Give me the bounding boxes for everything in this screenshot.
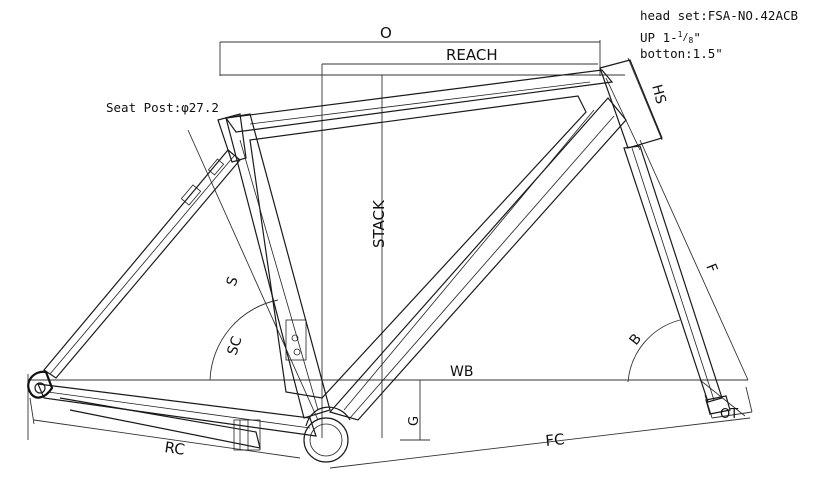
spec-annotations: head set:FSA-NO.42ACB UP 1-1/8" botton:1…: [106, 8, 798, 115]
label-b: B: [627, 331, 646, 348]
headset-up-denominator: 8: [689, 36, 694, 45]
headset-up-label: UP 1-: [640, 30, 678, 45]
frame-outline: [27, 59, 731, 463]
label-rc: RC: [163, 438, 185, 459]
headset-bottom-spec: botton:1.5": [640, 46, 723, 61]
headset-up-slash: /: [682, 32, 688, 43]
label-stack: STACK: [370, 199, 388, 248]
head-set-spec: head set:FSA-NO.42ACB: [640, 8, 798, 23]
label-ot: OT: [720, 407, 738, 422]
seat-post-spec: Seat Post:φ27.2: [106, 100, 219, 115]
label-hs: HS: [648, 83, 669, 106]
headset-up-numerator: 1: [678, 30, 683, 39]
dimension-lines: [27, 40, 753, 469]
label-f: F: [702, 262, 720, 275]
label-o: O: [380, 24, 392, 42]
label-sc: SC: [225, 334, 246, 357]
label-fc: FC: [545, 430, 566, 450]
label-wb: WB: [450, 364, 473, 380]
headset-up-spec: UP 1-1/8": [640, 30, 701, 45]
headset-up-unit: ": [693, 30, 701, 45]
label-g: G: [407, 416, 422, 426]
label-reach: REACH: [446, 46, 498, 64]
label-s: S: [224, 274, 242, 288]
